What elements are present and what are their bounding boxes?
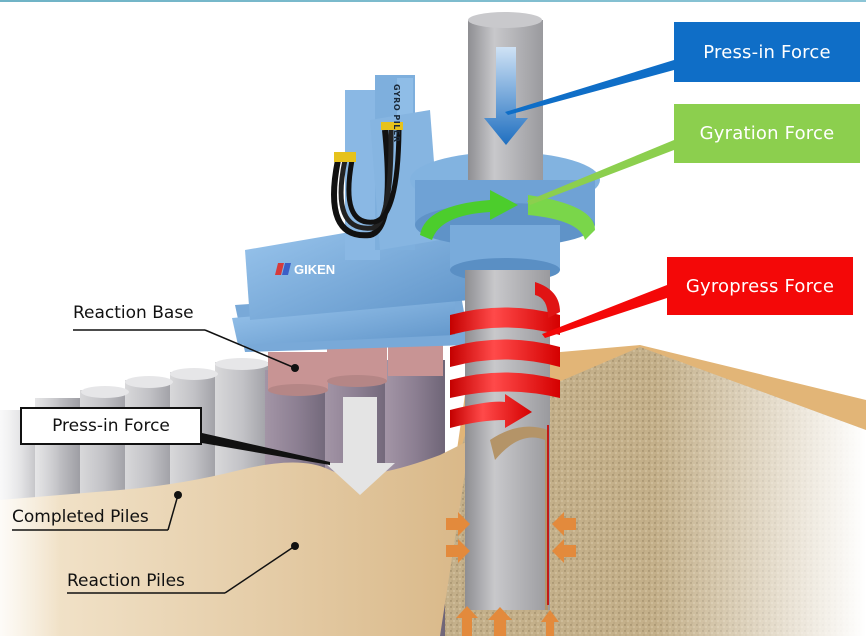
callout-press-in-force-left: Press-in Force [20, 407, 202, 445]
label-reaction-piles: Reaction Piles [67, 571, 185, 591]
label-reaction-base: Reaction Base [73, 303, 194, 323]
callout-press-in-force: Press-in Force [674, 22, 860, 82]
gyro-piler-model-mark: GYRO PILER [392, 84, 401, 143]
label-completed-piles: Completed Piles [12, 507, 149, 527]
callout-gyration-force: Gyration Force [674, 104, 860, 163]
gyration-arrow [420, 190, 595, 240]
top-border-line [0, 0, 866, 2]
soil-pressure-arrows [446, 512, 576, 636]
leader-lines [12, 60, 674, 594]
callout-gyropress-force: Gyropress Force [667, 257, 853, 315]
press-in-arrow-top [484, 47, 528, 145]
giken-logo-text: GIKEN [294, 262, 335, 277]
press-in-arrow-left [325, 397, 395, 495]
gyropress-spiral [450, 282, 560, 428]
gyro-piler-machine: GIKEN [232, 75, 600, 352]
